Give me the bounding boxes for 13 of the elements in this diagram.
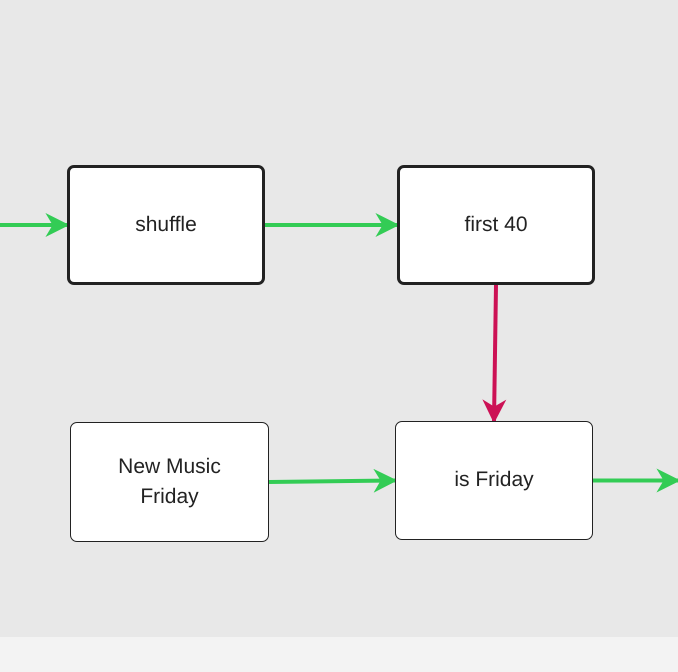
process-box: [70, 422, 269, 542]
arrow: [0, 213, 70, 237]
arrow: [593, 468, 678, 492]
arrow: [265, 213, 400, 237]
node-label: is Friday: [454, 467, 534, 494]
node-label: shuffle: [135, 212, 197, 238]
arrow: [482, 284, 506, 424]
process-box: [67, 165, 265, 285]
arrow: [268, 468, 398, 493]
node-label: New Music Friday: [117, 454, 222, 510]
node-label: first 40: [464, 212, 528, 238]
process-box: [397, 165, 595, 285]
process-box: [395, 421, 593, 540]
